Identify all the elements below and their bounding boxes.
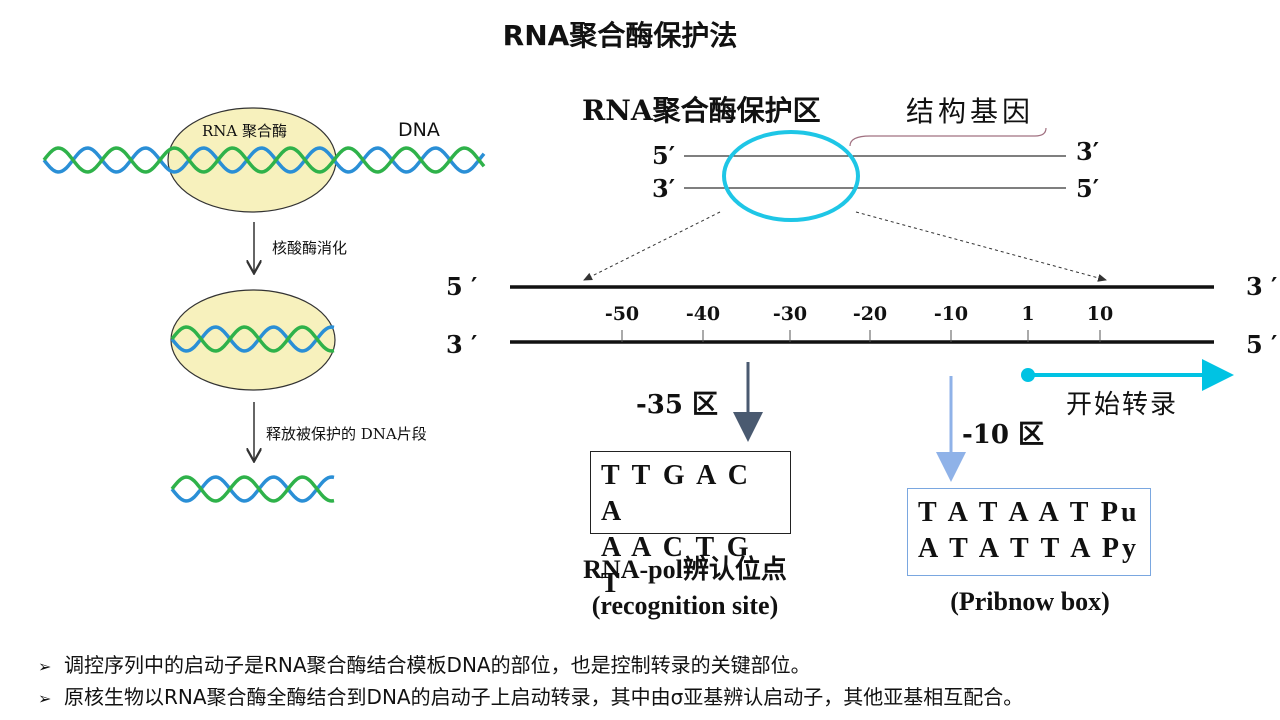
scale-strand1-left-label: 5 ′	[446, 272, 478, 301]
structural-gene-label: 结构基因	[906, 95, 1035, 128]
region35-sequence-box: T T G A C A A A C T G T	[590, 451, 791, 599]
note-text: 原核生物以RNA聚合酶全酶结合到DNA的启动子上启动转录，其中由σ亚基辨认启动子…	[64, 685, 1024, 709]
scale-tick-label: -10	[933, 303, 969, 325]
page-title: RNA聚合酶保护法	[502, 19, 738, 52]
structural-gene-brace	[849, 127, 1047, 147]
note-item: ➢ 原核生物以RNA聚合酶全酶结合到DNA的启动子上启动转录，其中由σ亚基辨认启动…	[38, 682, 1023, 714]
scale-tick-label: -40	[685, 303, 721, 325]
helix-strand-blue	[42, 146, 486, 174]
region10-caption: (Pribnow box)	[950, 587, 1110, 616]
note-text: 调控序列中的启动子是RNA聚合酶结合模板DNA的部位，也是控制转录的关键部位。	[64, 653, 811, 677]
transcription-start-label: 开始转录	[1066, 390, 1179, 420]
region10-sequence-box: T A T A A T Pu A T A T T A Py	[907, 488, 1151, 576]
region10-seq-bottom: A T A T T A Py	[918, 533, 1140, 564]
region35-caption-line2: (recognition site)	[591, 591, 779, 620]
protected-region-label: RNA聚合酶保护区	[582, 94, 821, 127]
rnap-label: RNA 聚合酶	[202, 122, 288, 140]
helix-strand-green	[170, 475, 335, 503]
helix-strand-green	[42, 146, 486, 174]
region10-label: -10 区	[962, 420, 1045, 450]
bullet-arrow-icon: ➢	[38, 657, 52, 676]
top-strand1-right-label: 3′	[1076, 137, 1100, 166]
scale-tick-label: -20	[852, 303, 888, 325]
top-strand2-left-label: 3′	[652, 174, 676, 203]
scale-strand1-right-label: 3 ′	[1246, 272, 1278, 301]
zoom-arrow-left	[583, 211, 721, 281]
notes-list: ➢ 调控序列中的启动子是RNA聚合酶结合模板DNA的部位，也是控制转录的关键部位。…	[38, 650, 1023, 714]
region35-label: -35 区	[636, 390, 719, 420]
scale-tick-label: -50	[604, 303, 640, 325]
top-strand2-right-label: 5′	[1076, 174, 1100, 203]
step1-label: 核酸酶消化	[272, 239, 348, 257]
note-item: ➢ 调控序列中的启动子是RNA聚合酶结合模板DNA的部位，也是控制转录的关键部位。	[38, 650, 1023, 682]
helix-strand-blue	[170, 475, 335, 503]
helix-strand-blue	[170, 325, 335, 353]
dna-label: DNA	[398, 119, 440, 141]
protected-region-circle	[722, 130, 860, 222]
scale-tick-label: 10	[1086, 303, 1114, 325]
dna-helix-protected	[170, 325, 335, 353]
region35-caption-line1: RNA-pol辨认位点	[583, 555, 787, 584]
zoom-arrow-right	[855, 211, 1107, 282]
helix-strand-green	[170, 325, 335, 353]
step2-label: 释放被保护的 DNA片段	[266, 425, 427, 443]
scale-tickmarks	[621, 330, 1101, 342]
region10-seq-top: T A T A A T Pu	[918, 497, 1140, 528]
region35-caption: RNA-pol辨认位点 (recognition site)	[540, 552, 830, 624]
scale-strand2-left-label: 3 ′	[446, 330, 478, 359]
scale-tick-label: -30	[772, 303, 808, 325]
dna-helix-full	[42, 146, 486, 174]
dna-helix-released	[170, 475, 335, 503]
scale-tick-label: 1	[1021, 303, 1035, 325]
scale-strand2-right-label: 5 ′	[1246, 330, 1278, 359]
top-strand1-left-label: 5′	[652, 141, 676, 170]
bullet-arrow-icon: ➢	[38, 689, 52, 708]
region35-seq-top: T T G A C A	[601, 460, 751, 527]
region35-seq-bottom: A A C T G T	[601, 532, 752, 599]
rnap-ellipse-middle	[170, 289, 336, 391]
